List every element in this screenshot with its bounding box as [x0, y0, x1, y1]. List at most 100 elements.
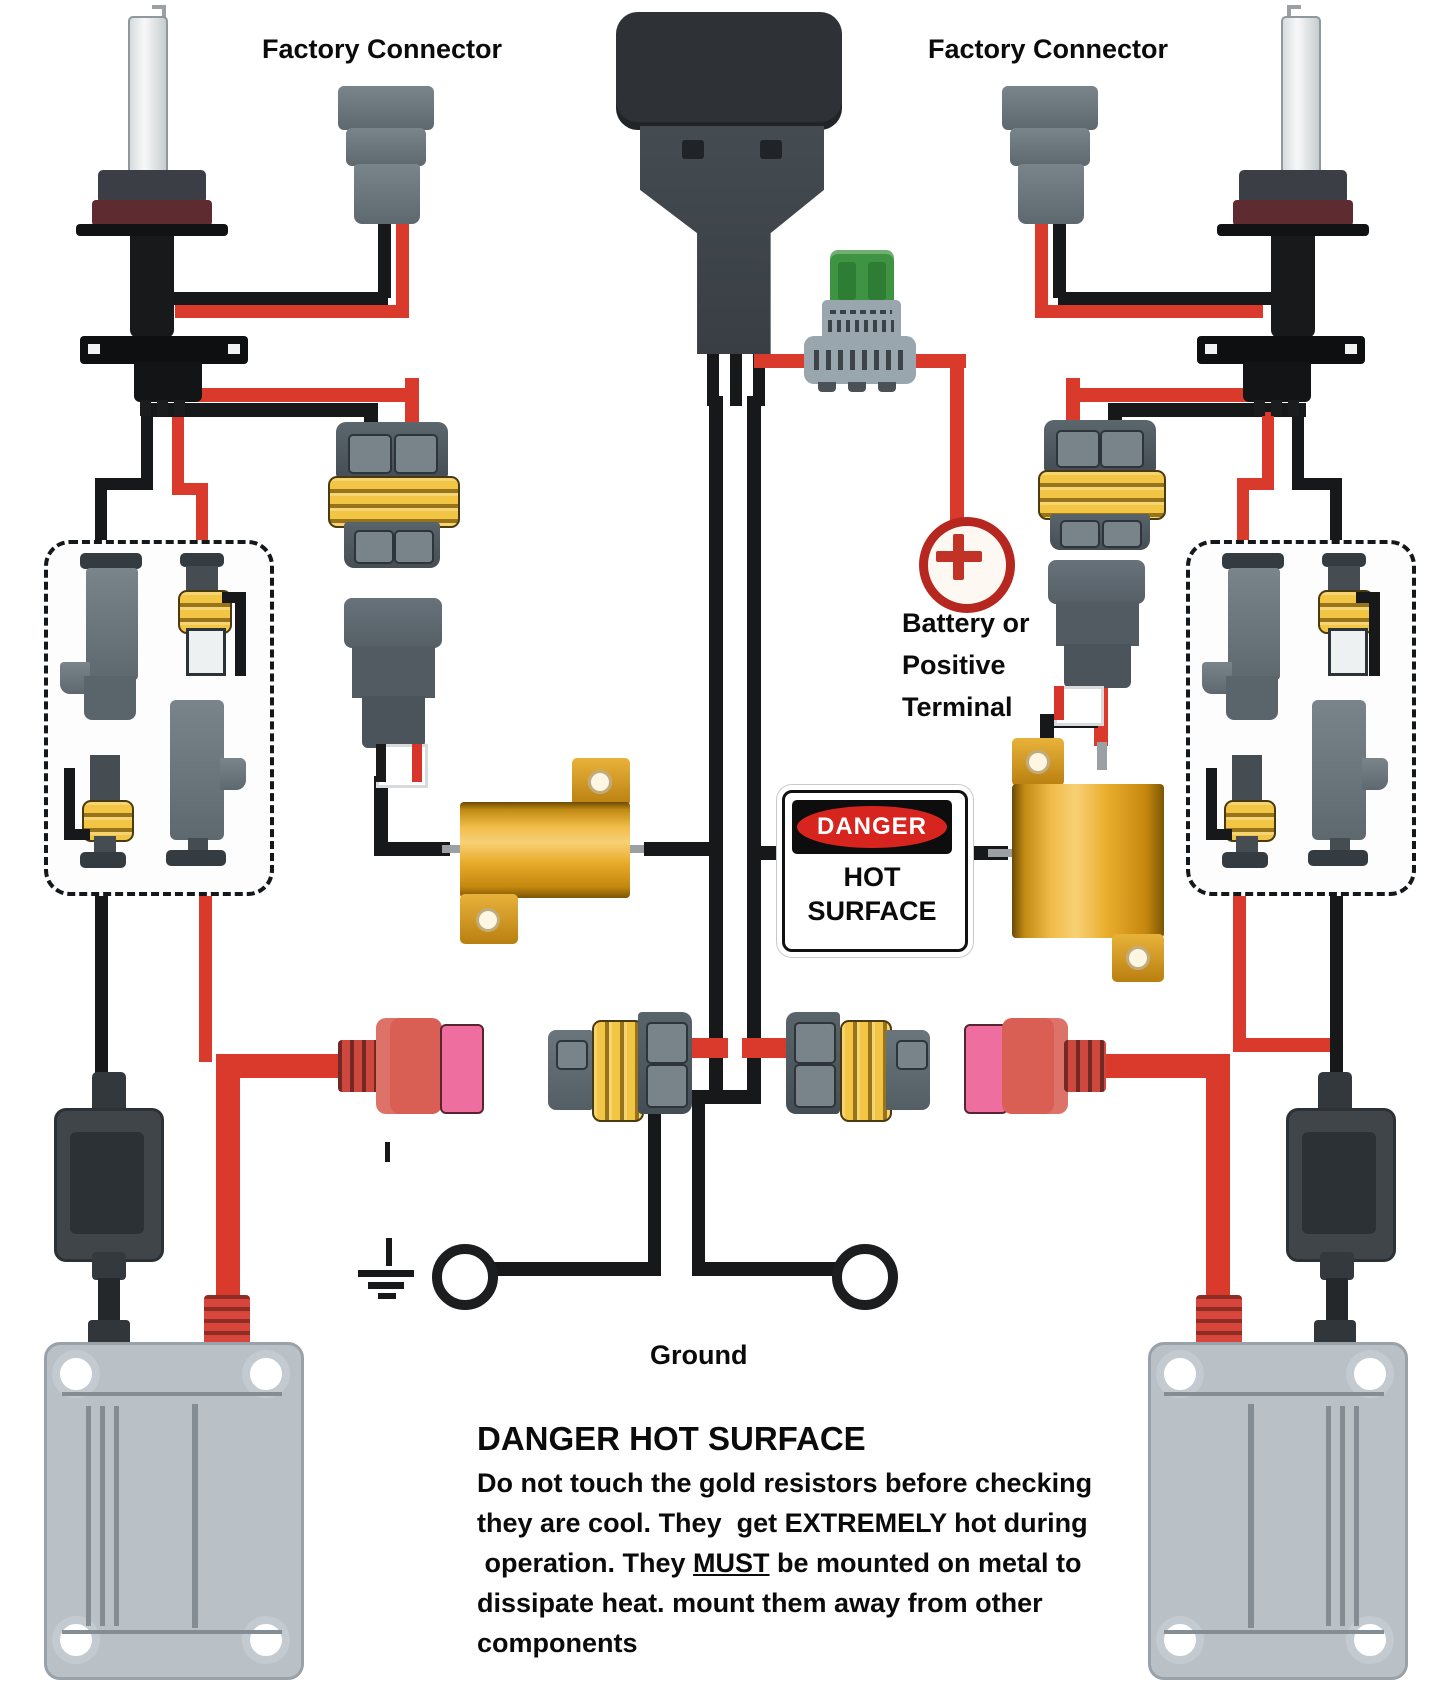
stock-connector-box-right: [1186, 540, 1416, 896]
wire-black-main-left: [709, 396, 723, 1100]
fuse-holder-foot: [878, 382, 896, 392]
connector-cap: [1322, 553, 1366, 567]
ignitor-left-stem: [92, 1072, 126, 1114]
connector-cap: [80, 852, 126, 868]
pink-connector-right-boot: [1064, 1040, 1106, 1092]
ballast-red-plug-right: [1196, 1295, 1242, 1351]
ground-symbol: [386, 1238, 392, 1266]
wire-black-main-right: [747, 396, 761, 1100]
warning-line3: operation. They MUST be mounted on metal…: [477, 1548, 1082, 1579]
ballast-line: [1164, 1630, 1384, 1634]
warning-line3-pre: operation. They: [477, 1548, 694, 1578]
ballast-mount-hole: [52, 1616, 100, 1664]
wire-black: [374, 842, 450, 856]
ground-symbol: [378, 1293, 396, 1299]
ballast-mount-hole: [242, 1616, 290, 1664]
ballast-line: [1248, 1404, 1254, 1628]
ground-symbol: [358, 1270, 414, 1277]
warning-line1: Do not touch the gold resistors before c…: [477, 1468, 1093, 1498]
wire-black: [160, 292, 388, 305]
connector-window: [896, 1040, 928, 1070]
stepped-connector-right: [1048, 560, 1145, 604]
ballast-mount-hole: [52, 1350, 100, 1398]
wire-black: [707, 350, 719, 406]
wire-black: [64, 829, 90, 840]
factory-connector-right-step: [1010, 128, 1090, 166]
bulb-stem-right: [1271, 236, 1315, 338]
wire-black: [1369, 592, 1380, 676]
large-connector: [86, 568, 138, 680]
stepped-connector-left: [352, 646, 435, 698]
ballast-mount-hole: [1156, 1350, 1204, 1398]
wire-black: [1053, 220, 1066, 298]
connector-window: [794, 1064, 836, 1108]
wire-black: [222, 592, 246, 603]
rubber-seal: [328, 476, 460, 528]
bulb-base-maroon-right: [1233, 200, 1353, 226]
wire-black: [1356, 592, 1380, 603]
wire-red: [950, 360, 964, 522]
connector-nose: [84, 676, 136, 720]
resistor-lead: [626, 845, 650, 853]
ignitor-right-face: [1302, 1132, 1376, 1234]
large-connector: [170, 700, 224, 840]
ballast-red-plug-left: [204, 1295, 250, 1351]
wire-black: [1058, 292, 1278, 305]
warning-line4: dissipate heat. mount them away from oth…: [477, 1588, 1043, 1618]
bulb-wire-tip: [152, 5, 166, 9]
ring-terminal-left: [432, 1244, 498, 1310]
sleeve-edge: [1054, 686, 1064, 720]
ignitor-left-plug: [98, 1278, 120, 1324]
small-connector: [90, 755, 120, 803]
connector-window: [348, 434, 392, 474]
bulb-wire-tip: [1287, 5, 1301, 9]
bulb-socket-left: [134, 362, 202, 402]
bulb-base-maroon-left: [92, 200, 212, 226]
warning-title: DANGER HOT SURFACE: [477, 1420, 866, 1457]
wire-red: [754, 354, 808, 368]
wire-black-ground-right: [700, 1262, 846, 1276]
label-battery-line3: Terminal: [902, 692, 1013, 722]
danger-oval: DANGER: [797, 806, 947, 848]
small-connector: [1328, 566, 1360, 594]
ignitor-left-plug: [92, 1252, 126, 1280]
socket-pin: [1288, 400, 1299, 416]
connector-tab: [1362, 758, 1388, 790]
adapter-slot: [1205, 344, 1217, 354]
danger-sign-word: DANGER: [816, 813, 927, 840]
label-battery-line1: Battery or: [902, 608, 1030, 638]
bulb-glass-left: [128, 16, 168, 188]
resistor-lead: [1097, 742, 1107, 770]
warning-line3-must: MUST: [693, 1548, 770, 1578]
load-resistor-left: [460, 802, 630, 898]
wire-red: [405, 378, 419, 426]
wire-red: [1035, 305, 1263, 318]
fuse-holder-stamp: [814, 350, 906, 370]
factory-connector-right: [1002, 86, 1098, 130]
wire-black: [95, 478, 153, 490]
bulb-base-left: [98, 170, 206, 204]
adapter-slot: [88, 344, 100, 354]
ballast-line: [114, 1406, 119, 1626]
rubber-seal: [1318, 590, 1374, 634]
ignitor-right-plug: [1320, 1252, 1354, 1280]
ballast-line: [62, 1630, 282, 1634]
fuse-holder-marking: [830, 310, 892, 314]
pink-connector-left-boot: [338, 1040, 380, 1092]
socket-pin: [1271, 400, 1282, 416]
pink-connector-left-end: [440, 1024, 484, 1114]
pink-connector-left-body: [376, 1018, 442, 1114]
connector-window: [1060, 520, 1100, 548]
ballast-mount-hole: [1346, 1350, 1394, 1398]
adapter-slot: [228, 344, 240, 354]
connector-neck: [1330, 838, 1350, 852]
ignitor-left-face: [70, 1132, 144, 1234]
wire-red: [1233, 860, 1246, 1052]
connector-window: [354, 530, 394, 564]
bulb-adapter-right: [1197, 336, 1365, 364]
wire-red: [1262, 412, 1274, 490]
wire-black: [692, 1090, 705, 1276]
wire-black: [644, 842, 720, 856]
ballast-line: [62, 1392, 282, 1396]
